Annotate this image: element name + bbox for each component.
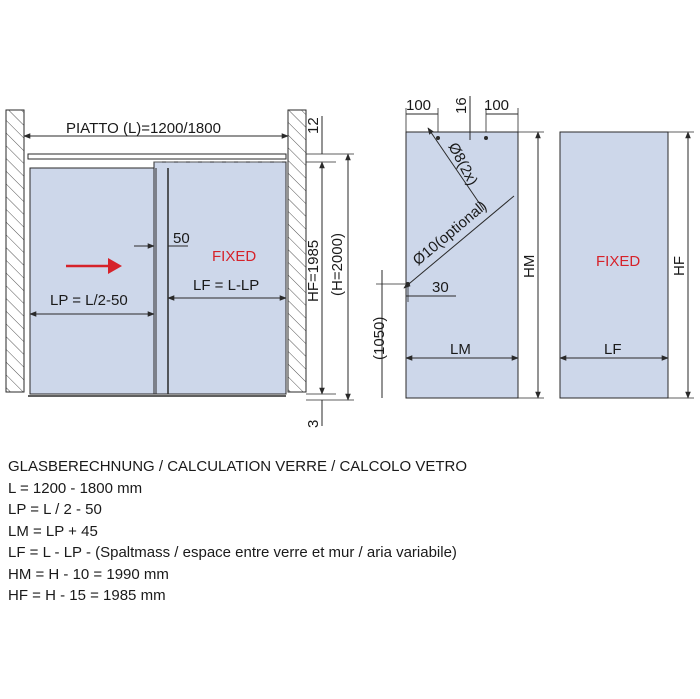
- lp-label: LP = L/2-50: [50, 292, 128, 309]
- top-mid-dim: 16: [453, 97, 470, 114]
- fixed-label-left: FIXED: [212, 248, 256, 265]
- hole-right: [484, 136, 488, 140]
- mobile-glass-view: 100 16 100 Ø8(2x) Ø10(optional) 30 (1050…: [371, 96, 544, 399]
- gap-label: 50: [173, 230, 190, 247]
- fixed-glass-panel-right: [559, 131, 669, 399]
- lf-label: LF = L-LP: [193, 277, 259, 294]
- arrow-right-icon: [66, 258, 122, 274]
- lm-label: LM: [450, 341, 471, 358]
- top-rail: [27, 153, 287, 160]
- piatto-label: PIATTO (L)=1200/1800: [66, 120, 221, 137]
- glass-calculation-block: GLASBERECHNUNG / CALCULATION VERRE / CAL…: [8, 456, 688, 607]
- lf-label-right: LF: [604, 341, 622, 358]
- formula-line: LF = L - LP - (Spaltmass / espace entre …: [8, 544, 457, 561]
- formula-line: LP = L / 2 - 50: [8, 501, 102, 518]
- hole-left: [436, 136, 440, 140]
- calculation-title: GLASBERECHNUNG / CALCULATION VERRE / CAL…: [8, 458, 467, 475]
- sliding-glass-panel: [29, 167, 155, 395]
- right-wall: [287, 109, 307, 393]
- bottom-gap-label: 3: [305, 420, 322, 428]
- hf-label-right: HF: [671, 256, 688, 276]
- formula-line: LM = LP + 45: [8, 522, 98, 540]
- edge-dim-label: 30: [432, 279, 449, 296]
- top-gap-label: 12: [305, 117, 322, 134]
- height-1050-label: (1050): [371, 317, 388, 360]
- formula-line: L = 1200 - 1800 mm: [8, 479, 143, 497]
- formula-line: HM = H - 10 = 1990 mm: [8, 565, 169, 583]
- left-elevation-view: PIATTO (L)=1200/1800 50 FIXED LP = L/2-5…: [5, 109, 354, 428]
- top-left-dim: 100: [406, 97, 431, 114]
- hm-label: HM: [521, 255, 538, 278]
- formula-line: HF = H - 15 = 1985 mm: [8, 587, 166, 604]
- fixed-glass-panel: [153, 161, 287, 395]
- fixed-label-right: FIXED: [596, 253, 640, 270]
- hf-label-left: HF=1985: [305, 240, 322, 302]
- left-wall: [5, 109, 25, 393]
- fixed-glass-view: FIXED HF LF: [559, 131, 694, 399]
- mobile-glass-panel: [405, 131, 519, 399]
- top-right-dim: 100: [484, 97, 509, 114]
- h-label-left: (H=2000): [329, 233, 346, 296]
